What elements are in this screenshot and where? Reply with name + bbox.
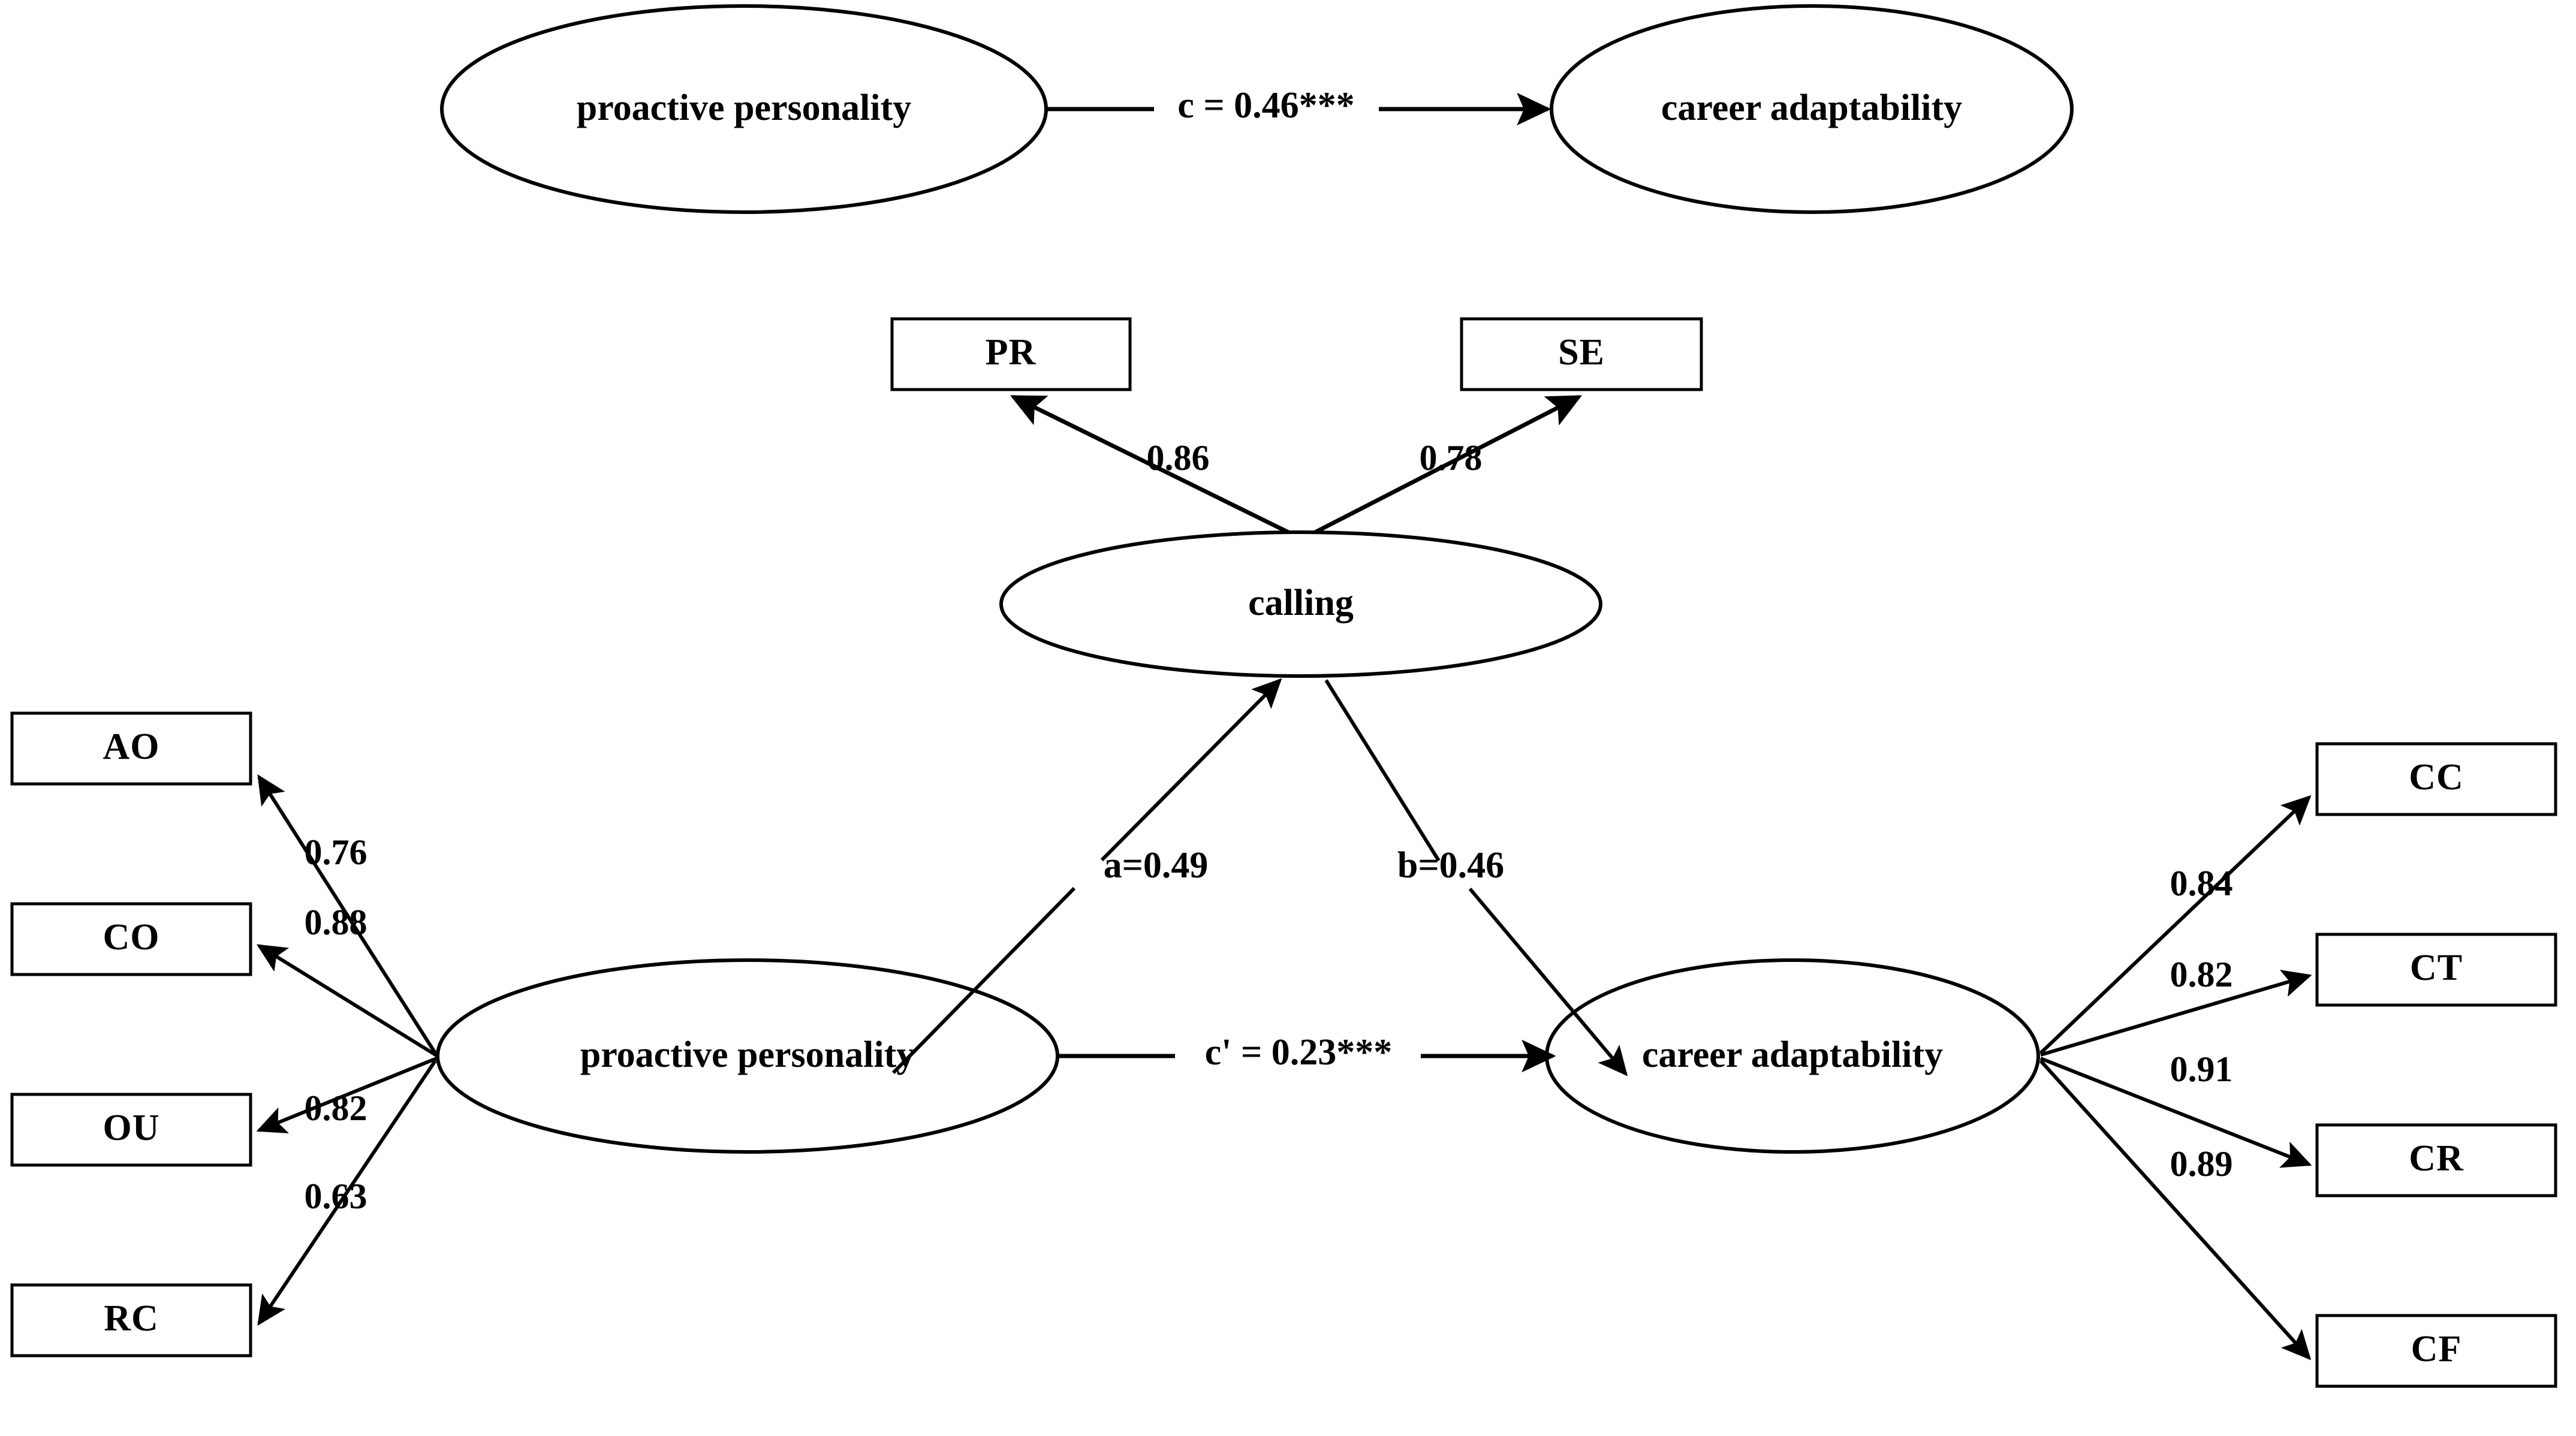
indicator-label-cc: CC <box>2409 757 2464 798</box>
mediator-group: calling <box>999 530 1602 678</box>
indicator-box-pr[interactable] <box>890 317 1132 391</box>
loading-label-cr: 0.91 <box>2170 1049 2233 1089</box>
indicator-box-ct[interactable] <box>2315 933 2557 1007</box>
indicator-label-ao: AO <box>103 726 160 767</box>
path-b-segment-lower <box>1468 888 1628 1076</box>
path-b-segment-upper <box>1324 679 1441 862</box>
indicator-box-cf[interactable] <box>2315 1314 2557 1388</box>
bottom-proactive-personality-label: proactive personality <box>580 1034 915 1075</box>
mediation-paths-group: a=0.49 b=0.46 c' = 0.23*** <box>891 678 1628 1076</box>
loading-label-cc: 0.84 <box>2170 864 2233 903</box>
loading-line-calling-se <box>1312 394 1582 536</box>
loading-label-cf: 0.89 <box>2170 1144 2233 1184</box>
loading-label-ou: 0.82 <box>305 1088 367 1128</box>
indicator-label-co: CO <box>103 917 160 958</box>
loading-line-pp-co <box>256 944 438 1057</box>
loading-label-pr: 0.86 <box>1147 438 1210 478</box>
bottom-latents-group: proactive personality career adaptabilit… <box>436 958 2040 1154</box>
top-model-group: proactive personality career adaptabilit… <box>440 4 2074 214</box>
loading-line-ca-cr <box>2039 1057 2312 1168</box>
bottom-career-adaptability-label: career adaptability <box>1642 1034 1943 1075</box>
indicator-box-cc[interactable] <box>2315 742 2557 816</box>
path-a-segment-lower <box>891 886 1076 1075</box>
path-a-segment-upper <box>1100 678 1282 862</box>
loading-label-ct: 0.82 <box>2170 955 2233 994</box>
indicator-box-co[interactable] <box>10 902 252 976</box>
loading-line-calling-pr <box>1010 394 1292 536</box>
indicator-label-cf: CF <box>2411 1329 2462 1369</box>
loading-line-pp-ou <box>256 1057 438 1134</box>
loading-line-pp-ao <box>257 774 437 1054</box>
top-career-adaptability-ellipse[interactable] <box>1550 4 2074 214</box>
loading-label-rc: 0.63 <box>305 1176 367 1216</box>
indicator-label-cr: CR <box>2409 1138 2464 1179</box>
indicator-label-pr: PR <box>986 332 1037 373</box>
calling-ellipse[interactable] <box>999 530 1602 678</box>
mediator-indicators-group: PR SE 0.86 0.78 <box>890 317 1703 536</box>
loading-label-ao: 0.76 <box>305 832 367 872</box>
outcome-indicators-group: CC CT CR CF 0.84 0.82 0.91 0.89 <box>2039 742 2557 1388</box>
top-path-c-label: c = 0.46*** <box>1177 85 1354 126</box>
indicator-box-rc[interactable] <box>10 1283 252 1357</box>
path-c-prime-label: c' = 0.23*** <box>1205 1032 1393 1073</box>
indicator-label-rc: RC <box>104 1298 159 1339</box>
indicator-box-ao[interactable] <box>10 711 252 786</box>
top-proactive-personality-label: proactive personality <box>577 88 912 128</box>
predictor-indicators-group: AO CO OU RC 0.76 0.88 0.82 0.63 <box>10 711 438 1357</box>
loading-line-pp-rc <box>257 1060 437 1326</box>
indicator-label-ou: OU <box>103 1108 160 1148</box>
loading-line-ca-cf <box>2039 1059 2312 1360</box>
calling-label: calling <box>1248 583 1354 623</box>
loading-line-ca-ct <box>2040 970 2312 1057</box>
indicator-box-cr[interactable] <box>2315 1123 2557 1197</box>
indicator-label-ct: CT <box>2410 948 2463 988</box>
indicator-label-se: SE <box>1558 332 1605 373</box>
top-career-adaptability-label: career adaptability <box>1661 88 1962 128</box>
path-a-label: a=0.49 <box>1104 845 1209 886</box>
loading-label-co: 0.88 <box>305 903 367 942</box>
indicator-box-ou[interactable] <box>10 1093 252 1167</box>
indicator-box-se[interactable] <box>1460 317 1703 391</box>
loading-line-ca-cc <box>2039 795 2312 1055</box>
loading-label-se: 0.78 <box>1420 438 1483 478</box>
path-b-label: b=0.46 <box>1397 845 1504 886</box>
